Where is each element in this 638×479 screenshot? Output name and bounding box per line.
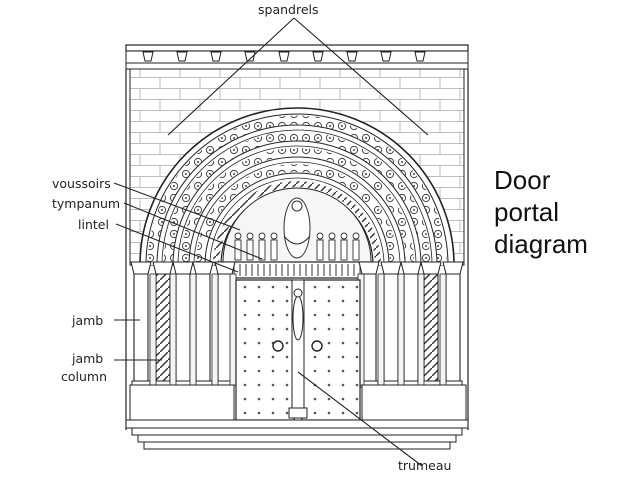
- tympanum-figure-head: [270, 232, 278, 240]
- jamb-column-capital: [152, 261, 174, 275]
- trumeau: [288, 279, 308, 419]
- tympanum-figure: [340, 239, 348, 261]
- diagram-title: Door portal diagram: [494, 164, 634, 260]
- label-jamb-column-line2: column: [61, 369, 107, 384]
- jamb-column-capital: [358, 261, 380, 275]
- archivolts: [139, 107, 455, 266]
- label-jamb: jamb: [71, 313, 103, 328]
- tympanum-figure-head: [258, 232, 266, 240]
- callout-lines: [113, 17, 429, 467]
- tympanum-figure-head: [340, 232, 348, 240]
- label-trumeau: trumeau: [398, 458, 451, 473]
- tympanum-figure: [352, 239, 360, 261]
- jamb-pier: [229, 273, 237, 386]
- jamb-column-shaft: [133, 271, 149, 386]
- annotation-labels: spandrels voussoirs tympanum lintel jamb…: [52, 2, 451, 473]
- diagram-title-line-2: portal: [494, 197, 560, 227]
- corbel: [278, 51, 290, 62]
- lintel: [222, 261, 372, 279]
- label-jamb-column-line1: jamb: [71, 351, 103, 366]
- base-and-steps: [125, 384, 469, 450]
- jamb-pier: [169, 273, 177, 386]
- tympanum-figure-head: [246, 232, 254, 240]
- jamb-pier: [211, 273, 219, 386]
- tympanum-figure: [328, 239, 336, 261]
- jamb-pier: [417, 273, 425, 386]
- jamb-column-capital: [400, 261, 422, 275]
- jamb-pier: [397, 273, 405, 386]
- tympanum-figure: [258, 239, 266, 261]
- tympanum: [222, 187, 372, 263]
- jamb-columns: [130, 261, 464, 388]
- jamb-column-capital: [420, 261, 442, 275]
- corbel: [346, 51, 358, 62]
- label-spandrels: spandrels: [258, 2, 319, 17]
- cornice: [125, 44, 469, 70]
- tympanum-figure-head: [316, 232, 324, 240]
- jamb-column-capital: [442, 261, 464, 275]
- tympanum-figure-head: [234, 232, 242, 240]
- tympanum-figure: [316, 239, 324, 261]
- jamb-column-shaft: [383, 271, 399, 386]
- diagram-title-line-3: diagram: [494, 229, 588, 259]
- tympanum-figures: [234, 232, 360, 261]
- corbel: [414, 51, 426, 62]
- tympanum-figure-head: [352, 232, 360, 240]
- corbel: [380, 51, 392, 62]
- jamb-column-capital: [192, 261, 214, 275]
- jamb-column-capital: [172, 261, 194, 275]
- jamb-column-shaft: [155, 271, 171, 386]
- jamb-column-shaft: [445, 271, 461, 386]
- jamb-pier: [149, 273, 157, 386]
- jamb-pier: [439, 273, 447, 386]
- jamb-column-capital: [130, 261, 152, 275]
- label-tympanum: tympanum: [52, 196, 120, 211]
- jamb-column-shaft: [195, 271, 211, 386]
- jamb-pier: [377, 273, 385, 386]
- corbel: [176, 51, 188, 62]
- corbel: [210, 51, 222, 62]
- jamb-column-capital: [380, 261, 402, 275]
- diagram-title-line-1: Door: [494, 165, 551, 195]
- corbel: [244, 51, 256, 62]
- label-voussoirs: voussoirs: [52, 176, 111, 191]
- jamb-pier: [189, 273, 197, 386]
- corbel-row: [142, 51, 426, 62]
- corbel: [142, 51, 154, 62]
- jamb-column-shaft: [403, 271, 419, 386]
- tympanum-figure-head: [328, 232, 336, 240]
- tympanum-figure: [270, 239, 278, 261]
- jamb-column-shaft: [423, 271, 439, 386]
- label-lintel: lintel: [78, 217, 109, 232]
- tympanum-figure: [246, 239, 254, 261]
- jamb-column-shaft: [175, 271, 191, 386]
- corbel: [312, 51, 324, 62]
